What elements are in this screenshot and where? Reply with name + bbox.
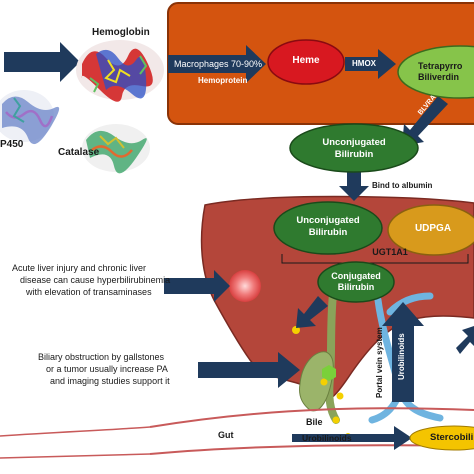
hemoprotein-label: Hemoprotein xyxy=(198,76,248,85)
heme-label: Heme xyxy=(292,55,320,66)
conjugated-label-1: Conjugated xyxy=(331,271,381,281)
gut-label: Gut xyxy=(218,430,234,440)
stercobilin-label: Stercobili xyxy=(430,432,474,443)
hemoglobin-structure-icon xyxy=(76,40,164,102)
p450-structure-icon xyxy=(0,90,60,145)
biliverdin-label-2: Biliverdin xyxy=(418,72,460,82)
biliverdin-label-1: Tetrapyrro xyxy=(418,61,463,71)
udpga-node xyxy=(387,204,474,256)
arrow-right xyxy=(4,42,80,82)
bind-albumin-label: Bind to albumin xyxy=(372,181,433,190)
unconjugated-top-label-2: Bilirubin xyxy=(334,149,374,160)
arrow-diagonal xyxy=(402,96,448,146)
catalase-structure-icon xyxy=(82,124,150,174)
unconjugated-top-label-1: Unconjugated xyxy=(322,137,386,148)
injury-note-1: Acute liver injury and chronic liver xyxy=(12,263,147,273)
arrow-right xyxy=(345,49,396,79)
stercobilin-node xyxy=(409,425,474,451)
arrow-diagonal xyxy=(456,326,474,354)
arrow-right xyxy=(198,352,300,388)
obstruction-note-3: and imaging studies support it xyxy=(50,376,170,386)
obstruction-note-2: or a tumor usually increase PA xyxy=(46,364,168,374)
ugt1a1-label: UGT1A1 xyxy=(372,247,408,257)
udpga-label: UDPGA xyxy=(414,223,452,234)
liver-unconjugated-label-1: Unconjugated xyxy=(296,215,360,226)
arrow-up xyxy=(382,302,424,402)
gallbladder xyxy=(299,351,334,412)
macrophages-label: Macrophages 70-90% xyxy=(174,59,263,69)
ugt1a1-bracket xyxy=(281,254,469,264)
gut-upper-wall xyxy=(149,407,474,428)
tumor-marker xyxy=(322,365,336,381)
arrow-right xyxy=(164,270,230,302)
arrow-right xyxy=(292,426,412,450)
portal-vein-label: Portal vein system xyxy=(375,327,384,398)
urobilinoids-gut-label: Urobilinoids xyxy=(302,433,352,443)
gallstone xyxy=(320,378,328,386)
hemoglobin-label: Hemoglobin xyxy=(92,27,150,38)
urobilinoids-vertical-label: Urobilinoids xyxy=(397,333,406,380)
arrow-diagonal xyxy=(296,296,328,328)
conjugated-bilirubin-node xyxy=(317,261,395,303)
obstruction-note-1: Biliary obstruction by gallstones xyxy=(38,352,165,362)
gallstone xyxy=(292,326,300,334)
liver-lesion xyxy=(229,270,261,302)
gallstone xyxy=(336,392,344,400)
injury-note-2: disease can cause hyperbilirubinemia xyxy=(20,275,171,285)
p450-label: P450 xyxy=(0,139,24,150)
arrow-right xyxy=(168,45,266,83)
arrow-down xyxy=(339,172,369,201)
unconjugated-bilirubin-node-top xyxy=(289,123,419,173)
catalase-label: Catalase xyxy=(58,147,100,158)
unconjugated-bilirubin-node-liver xyxy=(273,201,383,255)
bile-label: Bile xyxy=(306,417,323,427)
conjugated-label-2: Bilirubin xyxy=(337,282,375,292)
heme-node xyxy=(267,39,345,85)
biliverdin-node xyxy=(397,45,474,99)
injury-note-3: with elevation of transaminases xyxy=(26,287,152,297)
hmox-label: HMOX xyxy=(352,59,376,68)
liver-unconjugated-label-2: Bilirubin xyxy=(308,227,348,238)
gallstone xyxy=(332,416,340,424)
gut-line-left-2 xyxy=(0,453,151,459)
gut-line-left xyxy=(0,426,151,437)
